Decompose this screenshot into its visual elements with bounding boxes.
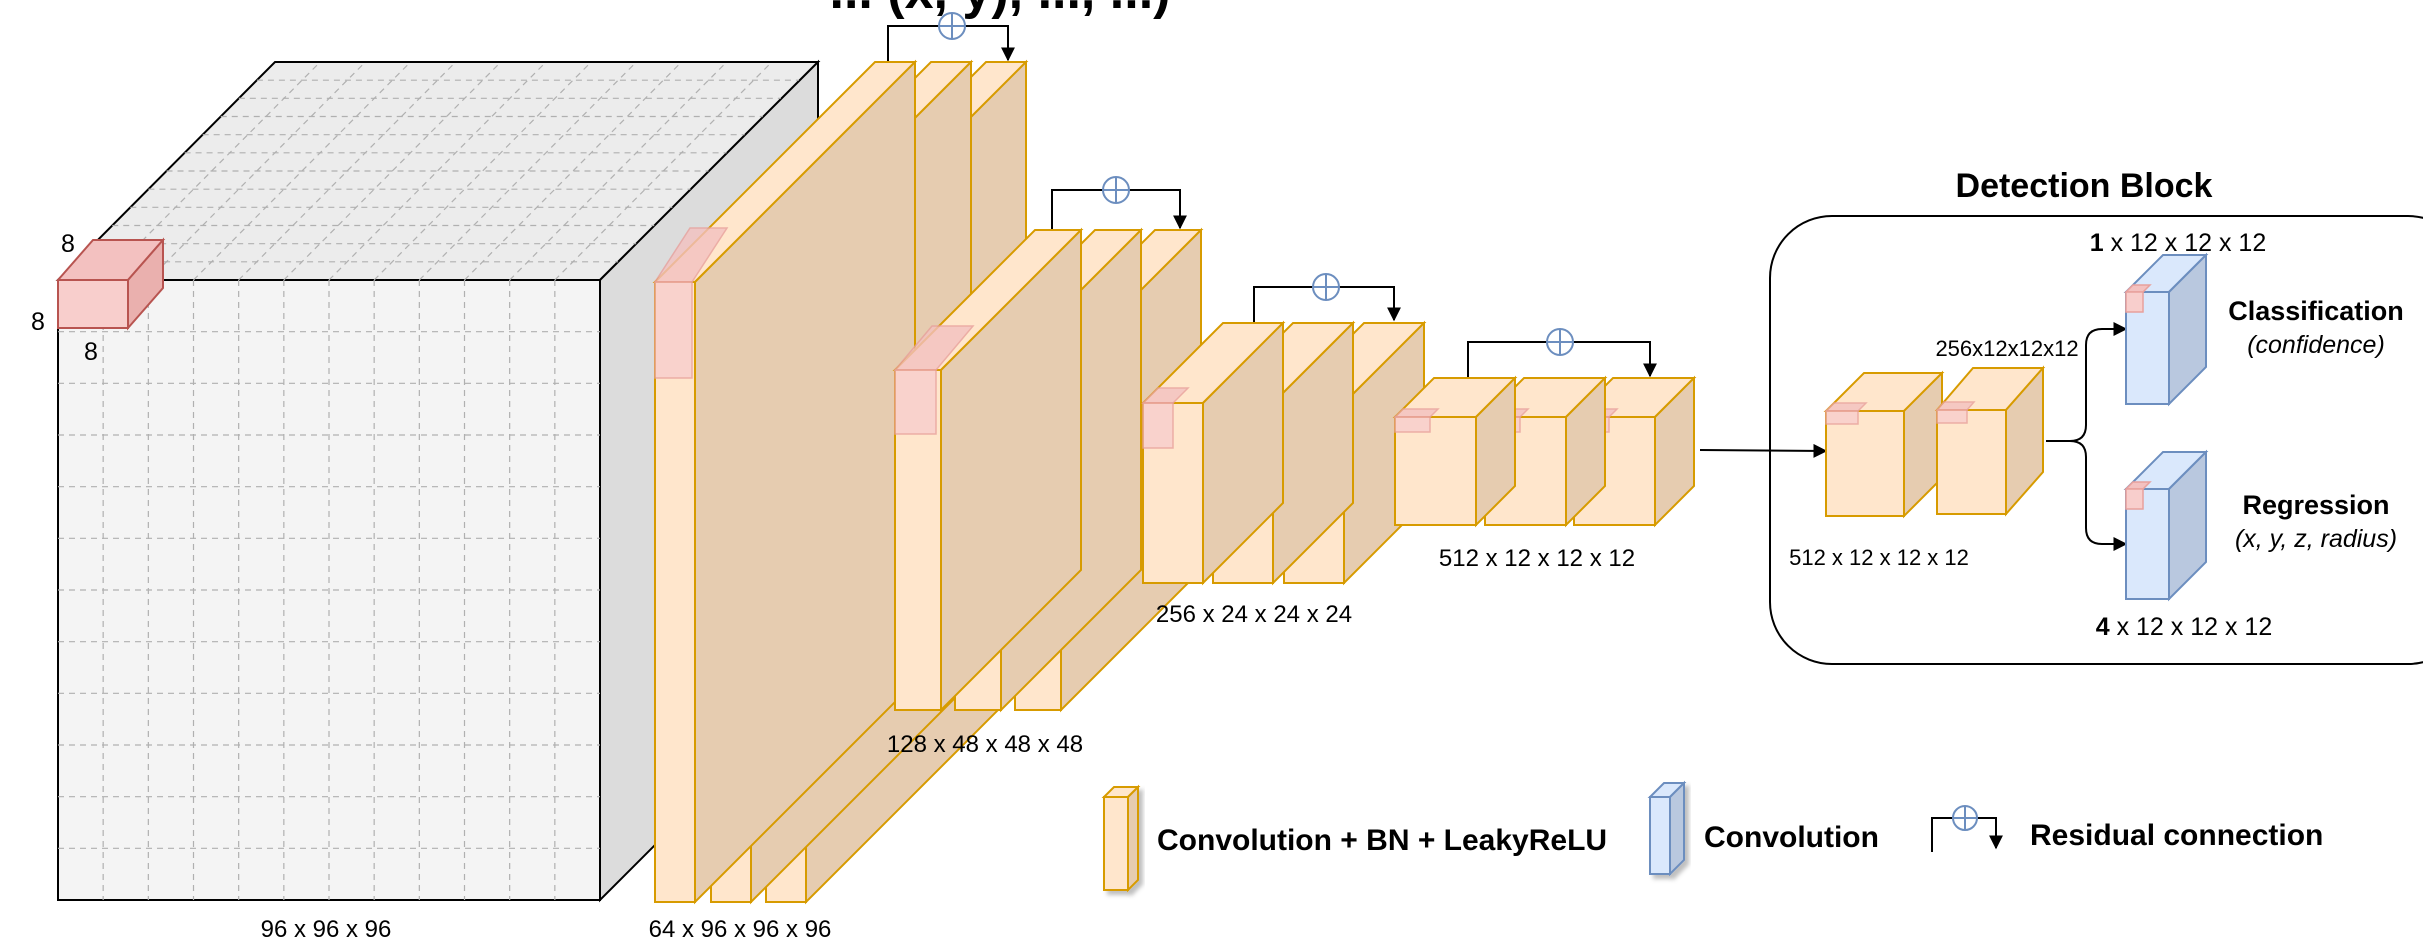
kernel-label-bottom: 8 xyxy=(84,338,98,366)
kernel-cube xyxy=(55,237,166,331)
regression-dims-count: 4 xyxy=(2096,613,2110,641)
stage-4-layer xyxy=(1392,375,1518,528)
input-grid xyxy=(58,61,799,900)
stage-4-dims-label: 512 x 12 x 12 x 12 xyxy=(1439,545,1635,572)
regression-conv-layer xyxy=(2123,449,2209,602)
classification-head-label: Classification xyxy=(2228,296,2404,326)
classification-dims-rest: x 12 x 12 x 12 xyxy=(2104,229,2267,257)
legend-residual-icon xyxy=(1931,805,2003,852)
regression-dims-label: 4 x 12 x 12 x 12 xyxy=(2096,613,2273,641)
legend-conv-swatch xyxy=(1647,780,1687,877)
classification-conv-layer xyxy=(2123,252,2209,407)
legend-conv-bn-swatch xyxy=(1101,784,1141,893)
kernel-label-left: 8 xyxy=(31,308,45,336)
stage-3-layer xyxy=(1140,320,1286,586)
to-detection-arrow xyxy=(1699,443,1828,458)
stage-1-dims-label: 64 x 96 x 96 x 96 xyxy=(649,916,832,937)
detection-block-title: Detection Block xyxy=(1956,167,2213,205)
stage-2-residual xyxy=(1051,176,1187,232)
stage-3-residual xyxy=(1253,273,1401,322)
branch-arrow-regression xyxy=(2046,440,2128,551)
legend-conv-label: Convolution xyxy=(1704,821,1879,854)
regression-sub-label: (x, y, z, radius) xyxy=(2235,525,2397,553)
grid-line xyxy=(554,61,773,281)
detection-hidden-layer xyxy=(1934,365,2046,517)
legend-conv-bn-label: Convolution + BN + LeakyReLU xyxy=(1157,824,1607,857)
classification-dims-label: 1 x 12 x 12 x 12 xyxy=(2090,229,2267,257)
detection-input-dims-label: 512 x 12 x 12 x 12 xyxy=(1789,545,1969,570)
detection-block: Detection Block 512 x 12 x 12 x 12 256x1… xyxy=(1769,167,2423,665)
stage-1-residual xyxy=(887,12,1015,62)
legend-residual-label: Residual connection xyxy=(2030,819,2323,852)
detection-hidden-dims-label: 256x12x12x12 xyxy=(1935,336,2078,361)
stage-3: 256 x 24 x 24 x 24 xyxy=(1140,273,1427,628)
stage-4-residual xyxy=(1467,328,1657,378)
grid-line xyxy=(464,61,682,281)
stage-2: 128 x 48 x 48 x 48 xyxy=(887,176,1204,758)
regression-head-label: Regression xyxy=(2242,490,2389,520)
regression-dims-rest: x 12 x 12 x 12 xyxy=(2110,613,2273,641)
stage-1-layer xyxy=(652,59,918,905)
kernel-label-top: 8 xyxy=(61,230,75,258)
classification-dims-count: 1 xyxy=(2090,229,2104,257)
input-dims-label: 96 x 96 x 96 xyxy=(261,916,392,937)
diagram-title: ... (x, y), ..., ...) xyxy=(830,0,1171,20)
branch-arrow-classification xyxy=(2046,322,2128,442)
detection-input-layer xyxy=(1823,370,1945,519)
detection-block-frame xyxy=(1769,215,2423,665)
classification-sub-label: (confidence) xyxy=(2247,331,2385,359)
stage-3-dims-label: 256 x 24 x 24 x 24 xyxy=(1156,601,1352,628)
grid-line xyxy=(373,61,592,281)
stage-2-dims-label: 128 x 48 x 48 x 48 xyxy=(887,731,1083,758)
legend: Convolution + BN + LeakyReLU Convolution… xyxy=(1101,780,2323,893)
stage-2-layer xyxy=(892,227,1084,713)
stage-4: 512 x 12 x 12 x 12 xyxy=(1392,328,1697,572)
grid-line xyxy=(328,61,547,281)
grid-line xyxy=(418,61,637,281)
